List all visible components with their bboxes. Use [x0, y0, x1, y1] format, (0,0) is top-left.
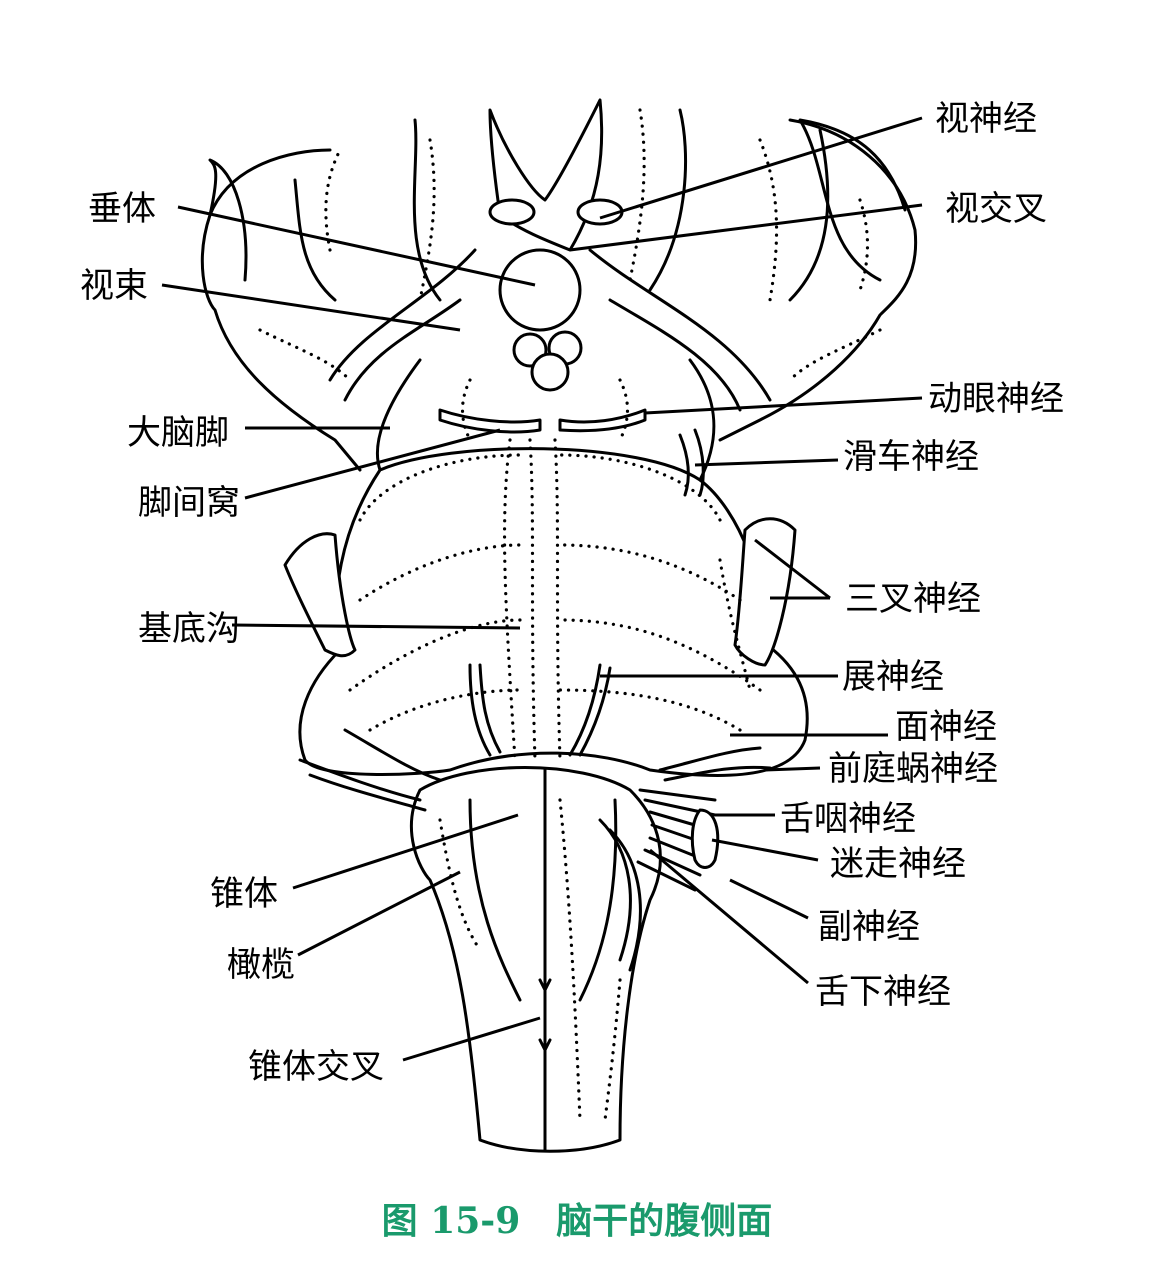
label-trochlear-nerve: 滑车神经	[843, 437, 979, 477]
labels: 视神经 视交叉 垂体 视束 动眼神经 大脑脚 滑车神经 脚间窝 三叉神经 基底沟…	[80, 99, 1064, 1087]
label-pyramidal-decussation: 锥体交叉	[248, 1047, 384, 1087]
label-optic-chiasm: 视交叉	[945, 189, 1047, 229]
label-accessory-nerve: 副神经	[818, 907, 920, 947]
label-facial-nerve: 面神经	[895, 707, 997, 747]
hypoglossal-rootlets	[598, 818, 642, 972]
label-olive: 橄榄	[227, 945, 295, 985]
label-hypophysis: 垂体	[88, 189, 156, 229]
hypophysis	[498, 248, 582, 332]
label-trigeminal-nerve: 三叉神经	[845, 579, 981, 619]
label-optic-nerve: 视神经	[935, 99, 1037, 139]
figure-number: 图 15-9	[381, 1200, 521, 1242]
label-vestibulocochlear-nerve: 前庭蜗神经	[828, 749, 998, 789]
label-basilar-sulcus: 基底沟	[138, 609, 240, 649]
label-glossopharyngeal-nerve: 舌咽神经	[780, 799, 916, 839]
label-oculomotor-nerve: 动眼神经	[928, 379, 1064, 419]
cerebral-peduncles	[375, 358, 716, 482]
label-pyramid: 锥体	[210, 874, 278, 914]
leader-lines	[161, 116, 923, 1062]
medulla	[410, 766, 662, 1153]
oculomotor-nerves	[438, 408, 647, 434]
brainstem-illustration	[200, 98, 918, 1153]
label-optic-tract: 视束	[80, 266, 148, 306]
abducent-nerves	[468, 663, 612, 757]
figure-title: 脑干的腹侧面	[556, 1200, 773, 1242]
trigeminal-nerve-right	[733, 517, 797, 667]
trochlear-nerve	[678, 428, 705, 497]
label-vagus-nerve: 迷走神经	[830, 844, 966, 884]
label-interpeduncular-fossa: 脚间窝	[138, 483, 240, 523]
optic-nerves	[488, 98, 604, 252]
pons	[298, 447, 809, 778]
facial-vestibulocochlear-nerves	[298, 728, 772, 812]
label-cerebral-peduncle: 大脑脚	[127, 413, 229, 453]
label-abducent-nerve: 展神经	[842, 657, 944, 697]
vagus-glossopharyngeal-rootlets	[636, 788, 717, 892]
label-hypoglossal-nerve: 舌下神经	[815, 972, 951, 1012]
figure-caption: 图 15-9 脑干的腹侧面	[0, 1192, 1154, 1244]
left-hemisphere-outline	[200, 148, 362, 472]
right-hemisphere-outline	[718, 118, 918, 442]
